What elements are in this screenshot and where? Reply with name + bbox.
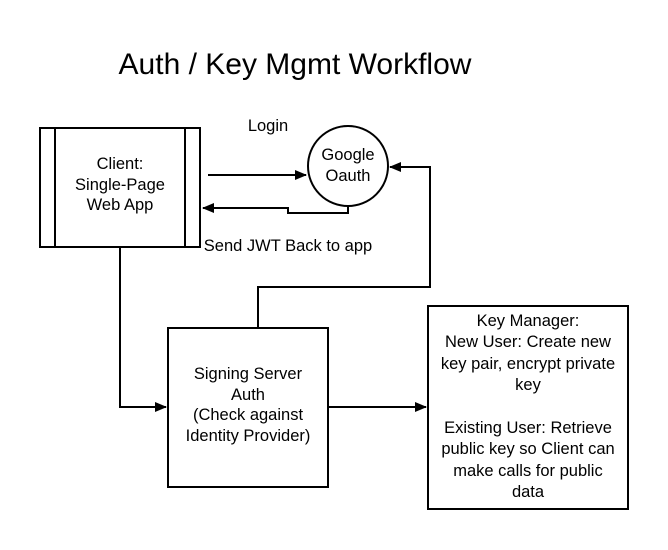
key-manager-label-line: key	[515, 376, 541, 395]
key-manager-node	[427, 305, 629, 510]
login-edge-label: Login	[247, 117, 289, 135]
key-manager-label-line: key pair, encrypt private	[440, 354, 616, 373]
key-manager-label-line: New User: Create new	[445, 333, 611, 352]
signing-label-line: (Check against	[192, 406, 304, 425]
signing-label-line: Signing Server	[193, 365, 303, 383]
client-node-box	[39, 127, 201, 248]
key-manager-label-spacer	[430, 397, 626, 418]
google-label-line: Google	[321, 146, 375, 164]
send-jwt-edge-label: Send JWT Back to app	[203, 237, 373, 255]
client-label-line: Web App	[86, 196, 154, 215]
key-manager-label-line: data	[511, 483, 545, 502]
key-manager-label-line: public key so Client can	[441, 440, 615, 459]
signing-label-line: Identity Provider)	[185, 426, 311, 445]
google-oauth-label: Google Oauth	[308, 145, 388, 186]
client-label-line: Single-Page	[75, 175, 165, 194]
key-manager-label-line: Existing User: Retrieve	[444, 418, 612, 437]
key-manager-label: Key Manager: New User: Create new key pa…	[430, 311, 626, 504]
client-to-signing-edge	[119, 247, 167, 412]
page-title: Auth / Key Mgmt Workflow	[118, 48, 472, 81]
signing-server-label: Signing Server Auth (Check against Ident…	[170, 364, 326, 447]
signing-label-line: Auth	[231, 385, 265, 404]
client-label-line: Client:	[96, 155, 144, 173]
send-jwt-edge	[202, 203, 349, 214]
client-node-label: Client: Single-Page Web App	[56, 154, 184, 216]
client-node	[39, 127, 201, 248]
signing-to-google-edge	[257, 162, 431, 328]
key-manager-label-line: make calls for public	[453, 461, 603, 480]
google-label-line: Oauth	[325, 166, 371, 185]
key-manager-label-line: Key Manager:	[476, 312, 580, 330]
signing-server-node	[167, 327, 329, 488]
